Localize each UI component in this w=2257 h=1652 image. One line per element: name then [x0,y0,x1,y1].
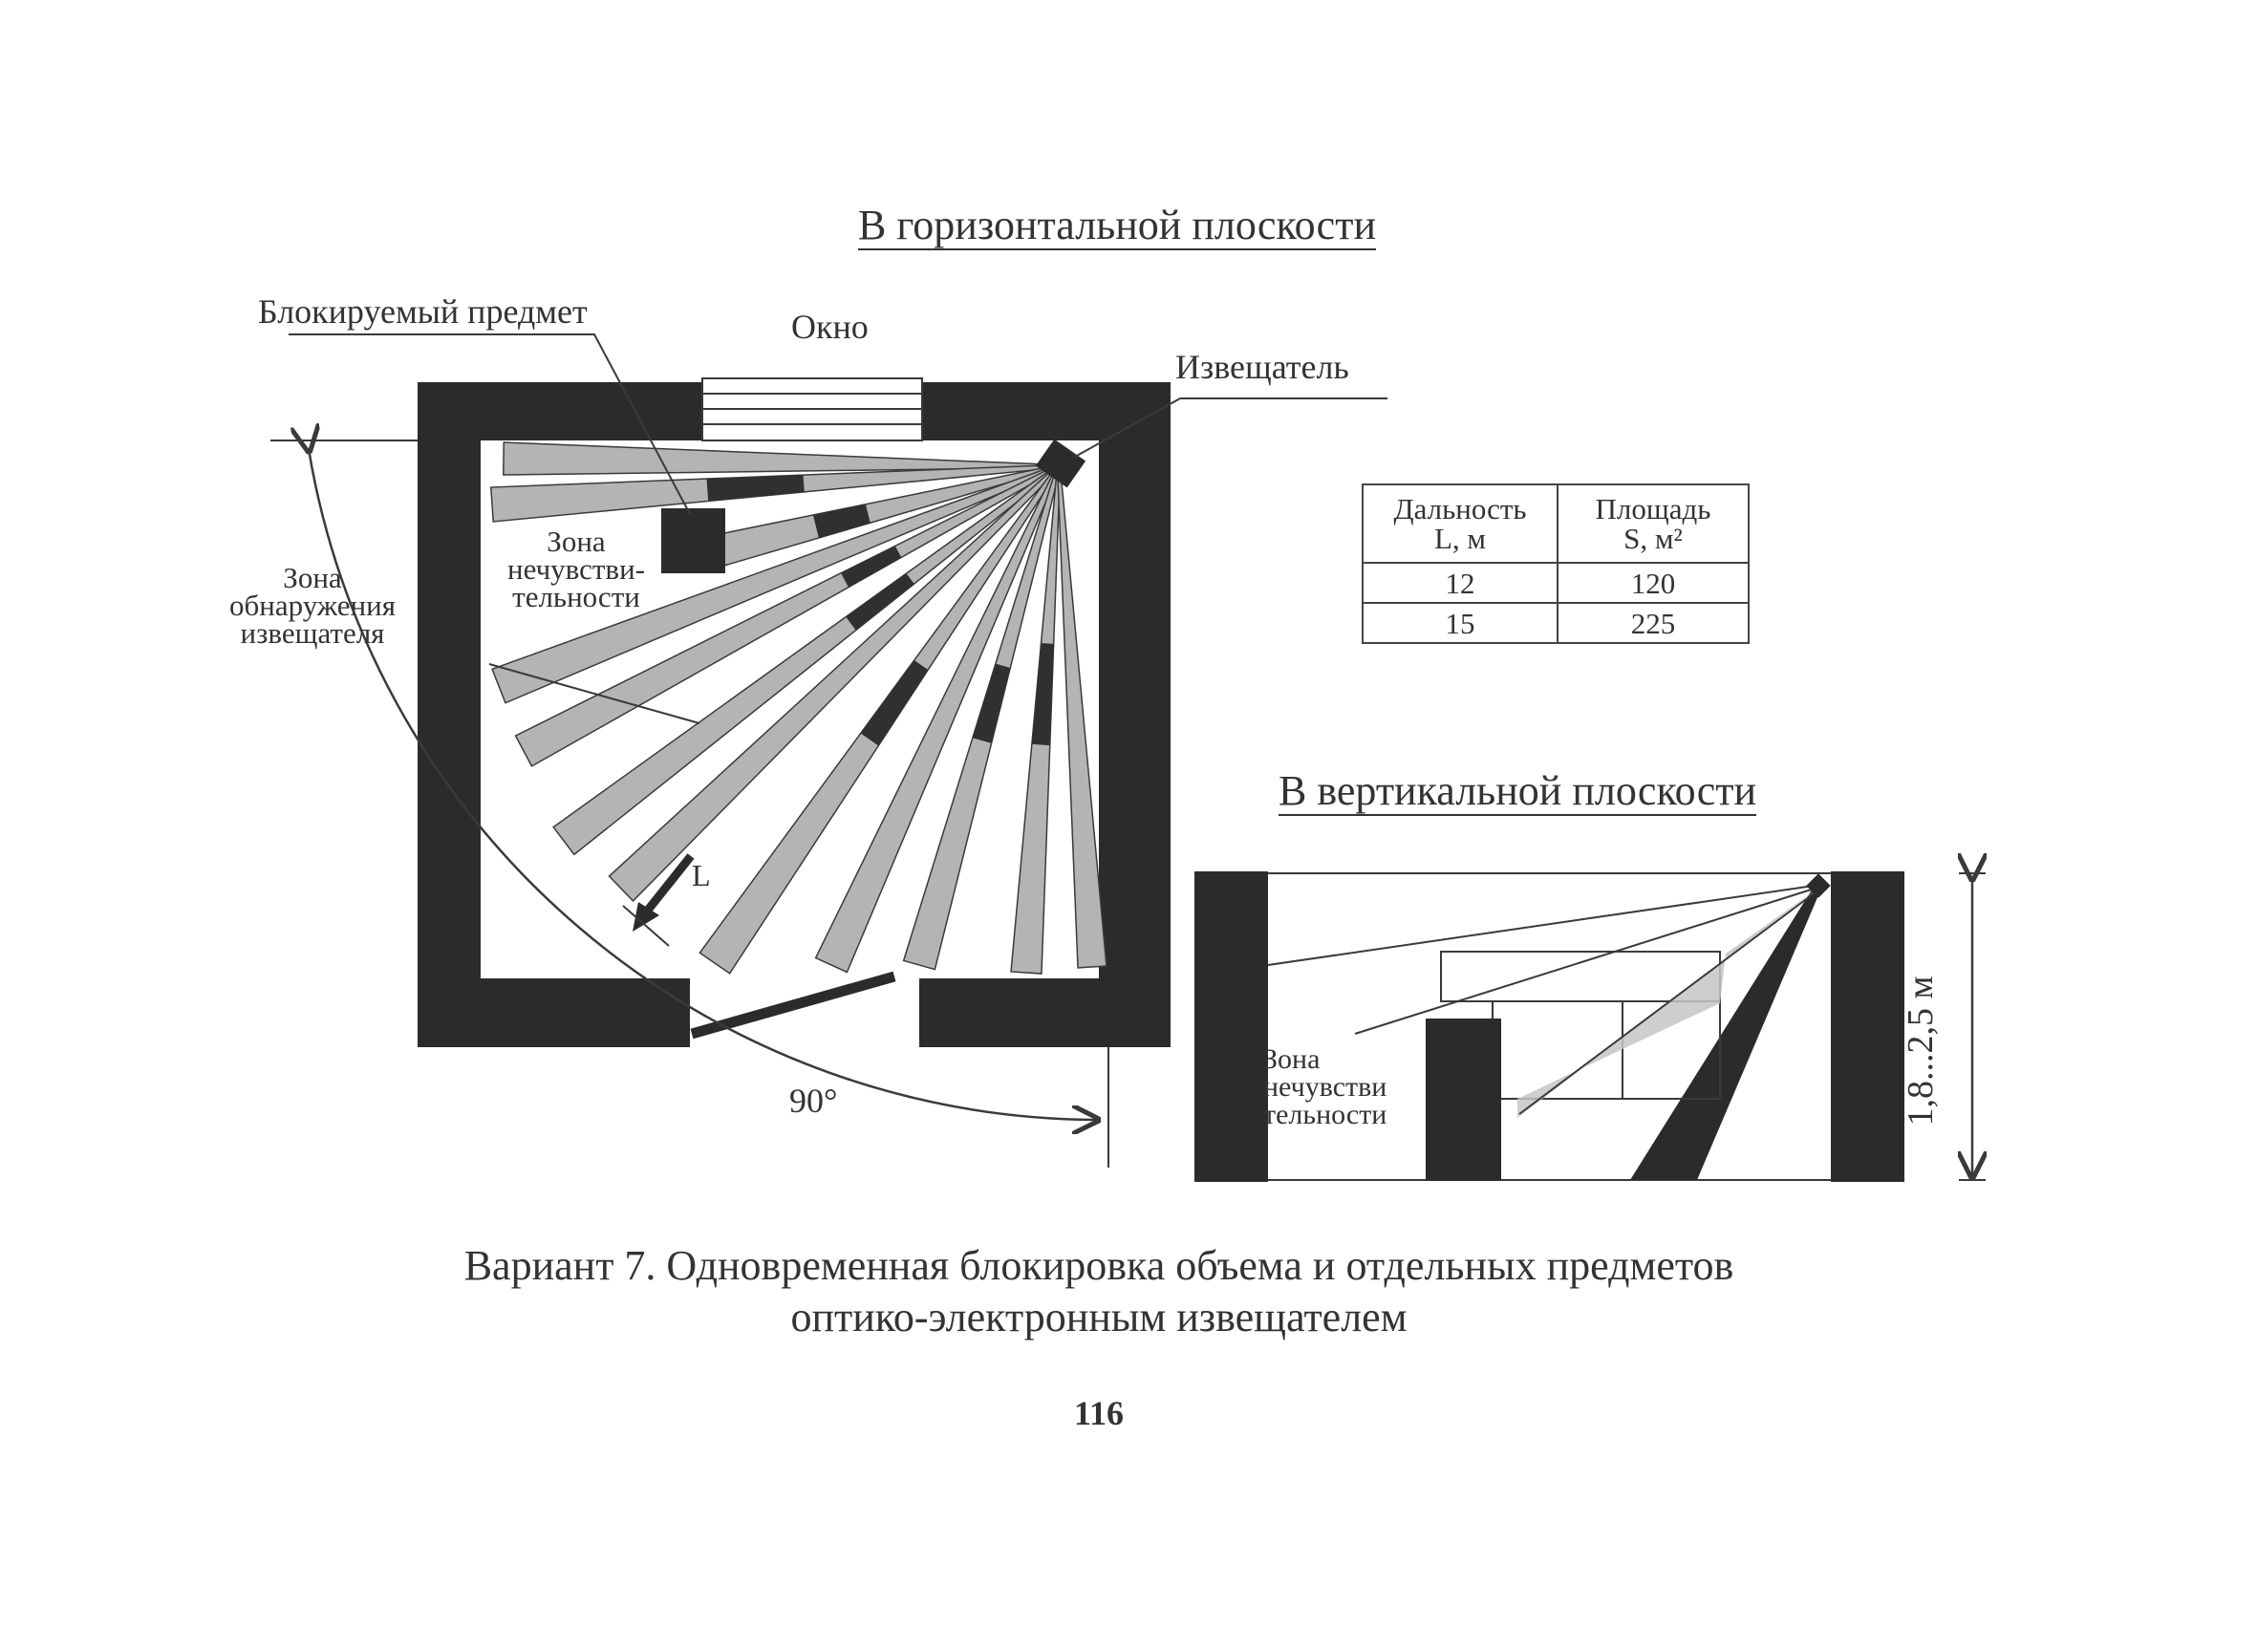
vertical-title: В вертикальной плоскости [1279,767,1757,814]
range-arrow-head [633,902,659,932]
range-area-table: Дальность L, м Площадь S, м² 12 120 15 2… [1362,483,1750,644]
range-arrow [638,853,695,920]
blocked-object [661,508,725,573]
table-cell: 12 [1362,562,1558,604]
detection-beams [489,441,1107,975]
beam-shadow-segment [860,659,929,746]
range-label: L [692,858,711,892]
height-label: 1,8...2,5 м [1901,976,1941,1126]
table-header-range: Дальность L, м [1362,483,1558,564]
table-cell: 15 [1362,602,1558,644]
beam-shadow-segment [812,504,871,538]
beam-shadow-segment [1031,643,1054,746]
window-label: Окно [791,308,869,346]
wall-bottom-right [919,978,1171,1047]
insensitive-zone-label: Зона нечувстви- тельности [507,525,645,613]
detection-angle-arc [309,449,1096,1120]
horizontal-title: В горизонтальной плоскости [858,202,1376,248]
table-header-area: Площадь S, м² [1557,483,1750,564]
table-cell: 120 [1557,562,1750,604]
vertical-section [1194,871,1986,1182]
section-beam-floor [1630,884,1821,1180]
figure-caption: Вариант 7. Одновременная блокировка объе… [463,1242,1734,1341]
detector-label: Извещатель [1175,348,1349,386]
window [701,377,923,441]
detection-zone-label: Зона обнаружения извещателя [228,561,396,650]
table-cell: 225 [1557,602,1750,644]
wall-bottom-left [418,978,690,1047]
wall-right [1099,382,1171,1047]
section-block [1426,1019,1501,1181]
range-tick [622,905,670,947]
table-row: 12 120 [1362,562,1750,604]
wall-left [418,382,481,1047]
blocked-object-label: Блокируемый предмет [258,292,588,331]
section-wall-left [1194,871,1268,1182]
angle-label: 90° [789,1082,838,1120]
table-row: 15 225 [1362,602,1750,644]
table-header-row: Дальность L, м Площадь S, м² [1362,483,1750,564]
section-insensitive-zone-label: Зона нечувстви тельности [1263,1043,1387,1130]
section-wall-right [1831,871,1904,1182]
page-number: 116 [1073,1394,1124,1432]
